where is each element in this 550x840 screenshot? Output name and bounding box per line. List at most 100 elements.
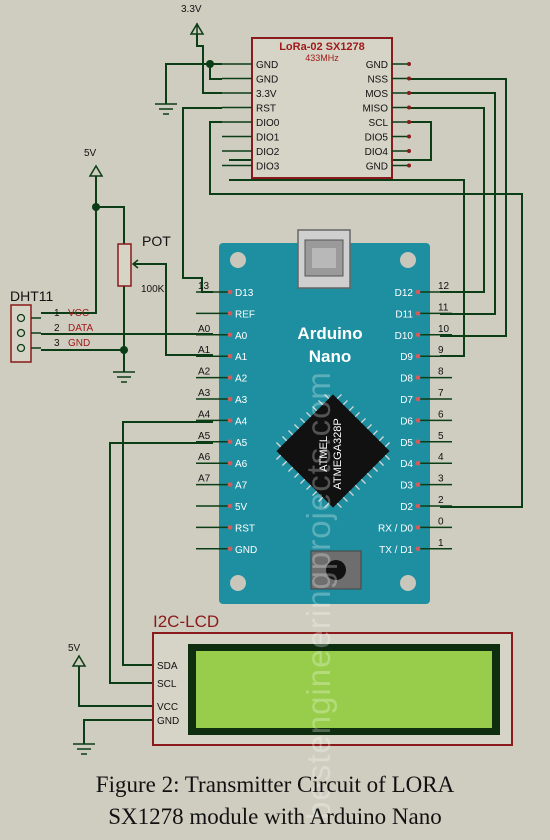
- pin-end-dot: [227, 418, 233, 423]
- pin-end-dot: [415, 375, 421, 380]
- nano-pin-label: A6: [235, 459, 248, 470]
- nano-wire-label: 7: [438, 388, 444, 399]
- pin-end-dot: [227, 396, 233, 402]
- lora-module: LoRa-02 SX1278 433MHz GNDGND3.3VRSTDIO0D…: [222, 37, 411, 179]
- arduino-nano-board: ATMEL ATMEGA328P Arduino Nano 13D13REFA0…: [196, 229, 452, 604]
- lcd-pin-label: SCL: [157, 679, 177, 690]
- lcd-title: I2C-LCD: [153, 612, 219, 631]
- lora-pin-label: 3.3V: [256, 89, 277, 100]
- nano-pin-label: GND: [235, 545, 257, 556]
- dht-pin-number: 3: [54, 338, 60, 349]
- nano-pin-label: D13: [235, 288, 254, 299]
- ground-symbol-lora: [155, 103, 177, 115]
- dht-pin-hole: [16, 328, 26, 338]
- nano-pin-label: 5V: [235, 502, 248, 513]
- pin-end-dot: [415, 503, 421, 509]
- wire-nss-d10: [409, 78, 507, 337]
- dht-title: DHT11: [10, 288, 54, 304]
- nano-pin-label: A4: [235, 416, 248, 427]
- caption-line-2: SX1278 module with Arduino Nano: [108, 804, 442, 829]
- wire-dio0-d2: [209, 121, 523, 508]
- junction-dot: [120, 346, 128, 354]
- wire-mosi-d11: [409, 92, 496, 315]
- nano-pin-label: D11: [395, 309, 413, 320]
- nano-wire-label: A1: [198, 345, 211, 356]
- lora-pin-label: NSS: [367, 75, 388, 86]
- lora-pin-label: DIO0: [256, 118, 280, 129]
- pin-end-dot: [415, 332, 421, 338]
- power-5v-lcd-label: 5V: [68, 643, 81, 654]
- wire-a5-scl: [109, 442, 213, 684]
- board-name-line2: Nano: [309, 347, 352, 366]
- lora-pin-label: RST: [256, 104, 276, 115]
- pin-end-dot: [415, 546, 421, 552]
- nano-pin-label: D6: [400, 416, 413, 427]
- lora-pin-label: GND: [366, 60, 388, 71]
- nano-wire-label: 13: [198, 281, 210, 292]
- nano-pin-label: A1: [235, 352, 248, 363]
- pot-label: POT: [142, 233, 171, 249]
- wire-lcd-gnd: [83, 719, 154, 744]
- pin-end-dot: [227, 311, 233, 316]
- nano-pin-label: RX / D0: [378, 523, 413, 534]
- nano-wire-label: A3: [198, 388, 211, 399]
- lora-pin-label: DIO4: [365, 147, 389, 158]
- nano-right-pins: 12D1211D1110D109D98D87D76D65D54D43D32D20…: [378, 281, 452, 556]
- mount-hole: [400, 575, 416, 591]
- chip-label-line1: ATMEL: [318, 436, 330, 472]
- lora-pin-label: DIO1: [256, 133, 280, 144]
- lora-pin-label: GND: [366, 162, 388, 173]
- pin-end-dot: [415, 289, 421, 295]
- nano-wire-label: A6: [198, 452, 211, 463]
- nano-pin-label: D9: [400, 352, 413, 363]
- nano-pin-label: D10: [395, 331, 414, 342]
- mount-hole: [230, 575, 246, 591]
- pin-end-dot: [415, 353, 421, 359]
- pin-end-dot: [227, 503, 233, 509]
- lora-title: LoRa-02 SX1278: [279, 41, 365, 53]
- pin-end-dot: [227, 332, 233, 338]
- lora-pin-label: GND: [256, 60, 278, 71]
- pin-end-dot: [415, 439, 421, 445]
- ground-symbol-lcd: [73, 743, 95, 755]
- lora-pin-label: DIO3: [256, 162, 280, 173]
- lora-pin-label: DIO5: [365, 133, 389, 144]
- reset-button: [310, 550, 362, 590]
- nano-pin-label: REF: [235, 309, 255, 320]
- pin-end-dot: [227, 289, 233, 295]
- usb-connector: [297, 229, 351, 289]
- nano-pin-label: RST: [235, 523, 255, 534]
- mount-hole: [230, 252, 246, 268]
- pin-end-dot: [415, 311, 421, 316]
- nano-wire-label: 1: [438, 538, 444, 549]
- dht-pin-number: 1: [54, 308, 60, 319]
- pin-end-dot: [415, 525, 421, 530]
- potentiometer: POT 100K: [117, 233, 171, 295]
- lora-pin-label: MOS: [365, 89, 388, 100]
- pin-end-dot: [415, 482, 421, 487]
- lcd-pin-label: GND: [157, 716, 179, 727]
- pin-end-dot: [407, 163, 411, 168]
- ground-symbol-dht: [113, 371, 135, 383]
- pin-end-dot: [415, 460, 421, 466]
- nano-pin-label: D8: [400, 374, 413, 385]
- nano-pin-label: A2: [235, 374, 248, 385]
- power-3v3-label: 3.3V: [181, 4, 202, 15]
- atmega-chip: [275, 393, 391, 509]
- pin-end-dot: [407, 134, 411, 139]
- pin-end-dot: [415, 396, 421, 402]
- nano-wire-label: A4: [198, 409, 211, 420]
- nano-wire-label: A5: [198, 431, 211, 442]
- nano-wire-label: 10: [438, 324, 450, 335]
- lora-pin-label: SCL: [369, 118, 389, 129]
- mount-hole: [400, 252, 416, 268]
- pin-end-dot: [407, 76, 411, 81]
- nano-wire-label: 9: [438, 345, 444, 356]
- junction-dot: [206, 60, 214, 68]
- nano-wire-label: 0: [438, 516, 444, 527]
- nano-pin-label: A5: [235, 438, 248, 449]
